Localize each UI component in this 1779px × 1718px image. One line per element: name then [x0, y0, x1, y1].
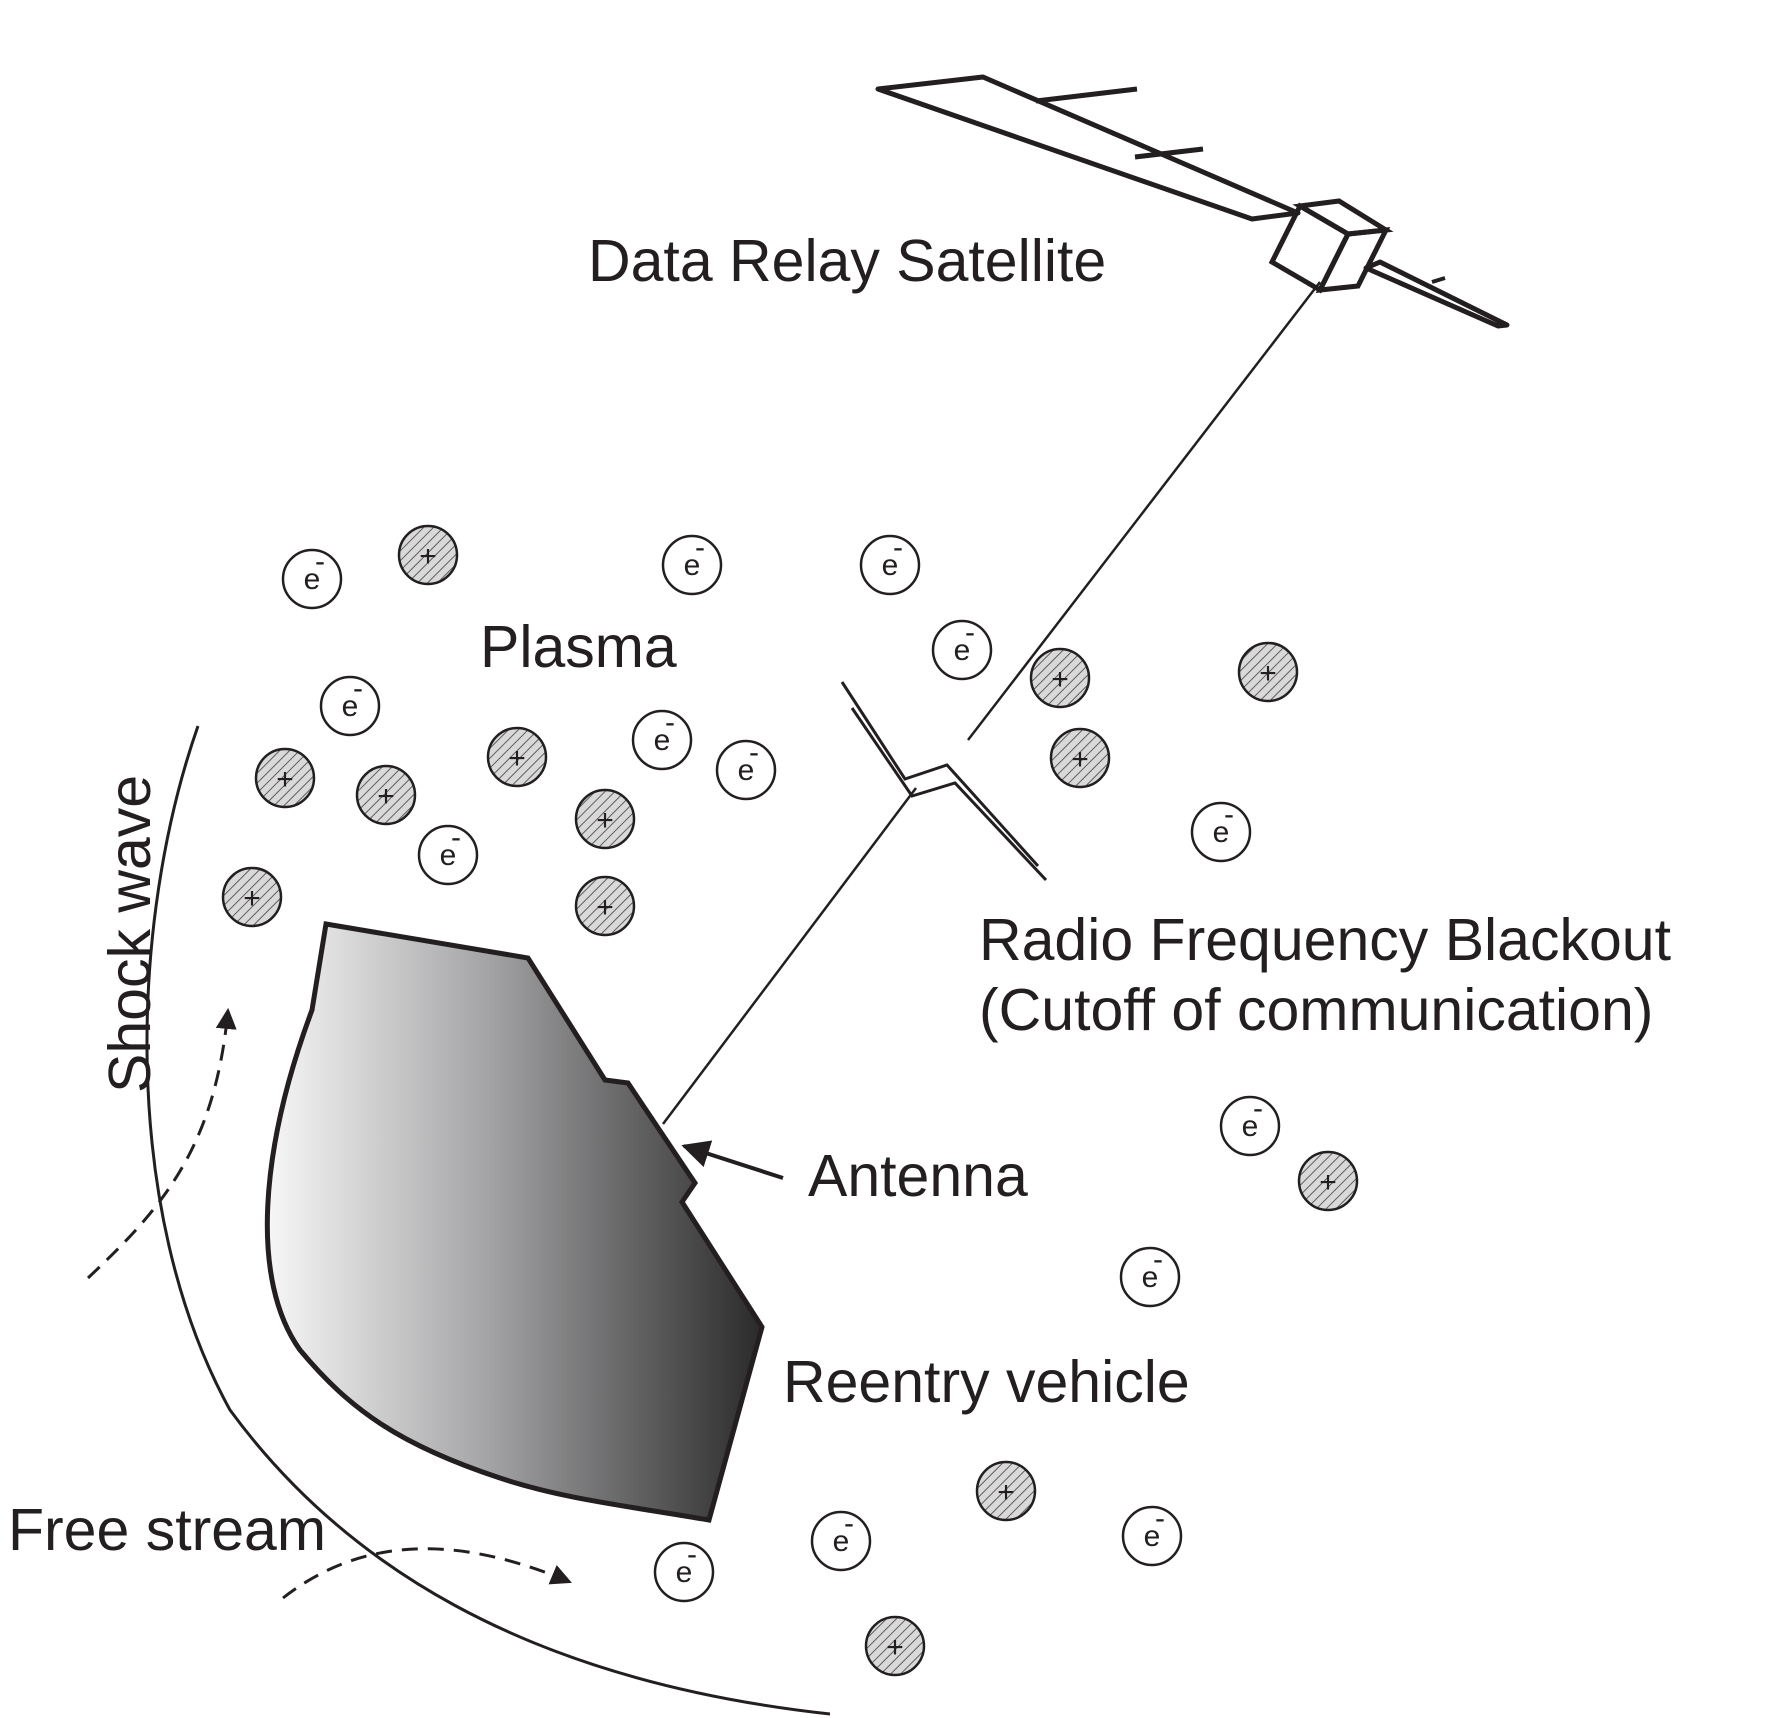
ion-symbol: +: [1071, 743, 1089, 776]
solar-panel-divider: [1035, 86, 1138, 104]
ion-symbol: +: [419, 540, 437, 573]
solar-panel-lower: [1363, 259, 1510, 329]
electron-charge-symbol: -: [844, 1507, 854, 1540]
ion-particle: +: [1049, 727, 1111, 789]
satellite-body-front: [1268, 202, 1352, 294]
electron-charge-symbol: -: [315, 545, 325, 578]
satellite-label: Data Relay Satellite: [588, 228, 1106, 294]
blackout-label-line2: (Cutoff of communication): [979, 977, 1653, 1043]
electron-particle: e-: [1121, 1502, 1183, 1567]
ion-symbol: +: [997, 1476, 1015, 1509]
electron-charge-symbol: -: [1153, 1243, 1163, 1276]
ion-particle: +: [1297, 1150, 1359, 1212]
shock-wave-line: [145, 725, 831, 1716]
satellite: [875, 74, 1510, 329]
electron-particle: e-: [715, 736, 777, 801]
electron-particle: e-: [653, 1538, 715, 1603]
electron-particle: e-: [1219, 1092, 1281, 1157]
electron-charge-symbol: -: [695, 531, 705, 564]
ion-symbol: +: [886, 1631, 904, 1664]
ion-particle: +: [864, 1615, 926, 1677]
ion-symbol: +: [1259, 657, 1277, 690]
electron-particle: e-: [417, 821, 479, 886]
electron-charge-symbol: -: [749, 736, 759, 769]
electron-symbol: e: [1142, 1261, 1159, 1294]
ion-particle: +: [221, 866, 283, 928]
electron-charge-symbol: -: [1155, 1502, 1165, 1535]
free-stream-arrow: [282, 1547, 572, 1600]
electron-particle: e-: [859, 531, 921, 596]
plasma-particles: e-+e-e-e-++e-+++e-e-++e-++e-e-e-+e-+e-e-…: [221, 524, 1359, 1677]
antenna-arrow: [681, 1140, 784, 1180]
ion-symbol: +: [243, 882, 261, 915]
solar-panel-upper: [875, 74, 1301, 222]
ion-symbol: +: [596, 804, 614, 837]
electron-particle: e-: [931, 616, 993, 681]
electron-symbol: e: [304, 563, 321, 596]
ion-particle: +: [975, 1460, 1037, 1522]
electron-symbol: e: [440, 839, 457, 872]
ion-particle: +: [397, 524, 459, 586]
ion-symbol: +: [508, 742, 526, 775]
ion-symbol: +: [1051, 663, 1069, 696]
signal-line-lower: [662, 787, 917, 1125]
electron-symbol: e: [342, 690, 359, 723]
electron-particle: e-: [281, 545, 343, 610]
electron-symbol: e: [676, 1556, 693, 1589]
electron-charge-symbol: -: [1224, 798, 1234, 831]
electron-symbol: e: [1144, 1520, 1161, 1553]
blackout-break-symbol: [840, 681, 1048, 882]
electron-particle: e-: [319, 672, 381, 737]
electron-symbol: e: [882, 549, 899, 582]
electron-particle: e-: [1119, 1243, 1181, 1308]
electron-charge-symbol: -: [451, 821, 461, 854]
ion-symbol: +: [596, 891, 614, 924]
antenna-label: Antenna: [808, 1143, 1028, 1209]
ion-particle: +: [1029, 647, 1091, 709]
reentry-vehicle: [264, 921, 765, 1523]
solar-panel-divider: [1134, 146, 1204, 160]
electron-symbol: e: [1242, 1110, 1259, 1143]
shock-flow-arrow: [86, 1007, 237, 1280]
electron-charge-symbol: -: [1253, 1092, 1263, 1125]
ion-symbol: +: [276, 763, 294, 796]
ion-particle: +: [574, 875, 636, 937]
electron-charge-symbol: -: [665, 706, 675, 739]
ion-particle: +: [355, 764, 417, 826]
ion-particle: +: [574, 788, 636, 850]
vehicle-label: Reentry vehicle: [783, 1349, 1190, 1415]
plasma-label: Plasma: [480, 614, 677, 680]
signal-line-upper: [967, 281, 1321, 741]
electron-particle: e-: [1190, 798, 1252, 863]
electron-symbol: e: [1213, 816, 1230, 849]
free-stream-label: Free stream: [8, 1497, 326, 1563]
electron-symbol: e: [654, 724, 671, 757]
electron-particle: e-: [631, 706, 693, 771]
electron-charge-symbol: -: [965, 616, 975, 649]
satellite-body-side: [1315, 227, 1391, 293]
ion-particle: +: [254, 747, 316, 809]
electron-symbol: e: [738, 754, 755, 787]
blackout-label-line1: Radio Frequency Blackout: [979, 907, 1671, 973]
electron-charge-symbol: -: [353, 672, 363, 705]
ion-particle: +: [486, 726, 548, 788]
electron-particle: e-: [810, 1507, 872, 1572]
shock-wave-label: Shock wave: [97, 775, 163, 1093]
electron-symbol: e: [684, 549, 701, 582]
ion-symbol: +: [1319, 1166, 1337, 1199]
electron-charge-symbol: -: [893, 531, 903, 564]
electron-charge-symbol: -: [687, 1538, 697, 1571]
ion-particle: +: [1237, 641, 1299, 703]
electron-symbol: e: [954, 634, 971, 667]
electron-symbol: e: [833, 1525, 850, 1558]
ion-symbol: +: [377, 780, 395, 813]
solar-panel-divider: [1431, 276, 1446, 284]
electron-particle: e-: [661, 531, 723, 596]
